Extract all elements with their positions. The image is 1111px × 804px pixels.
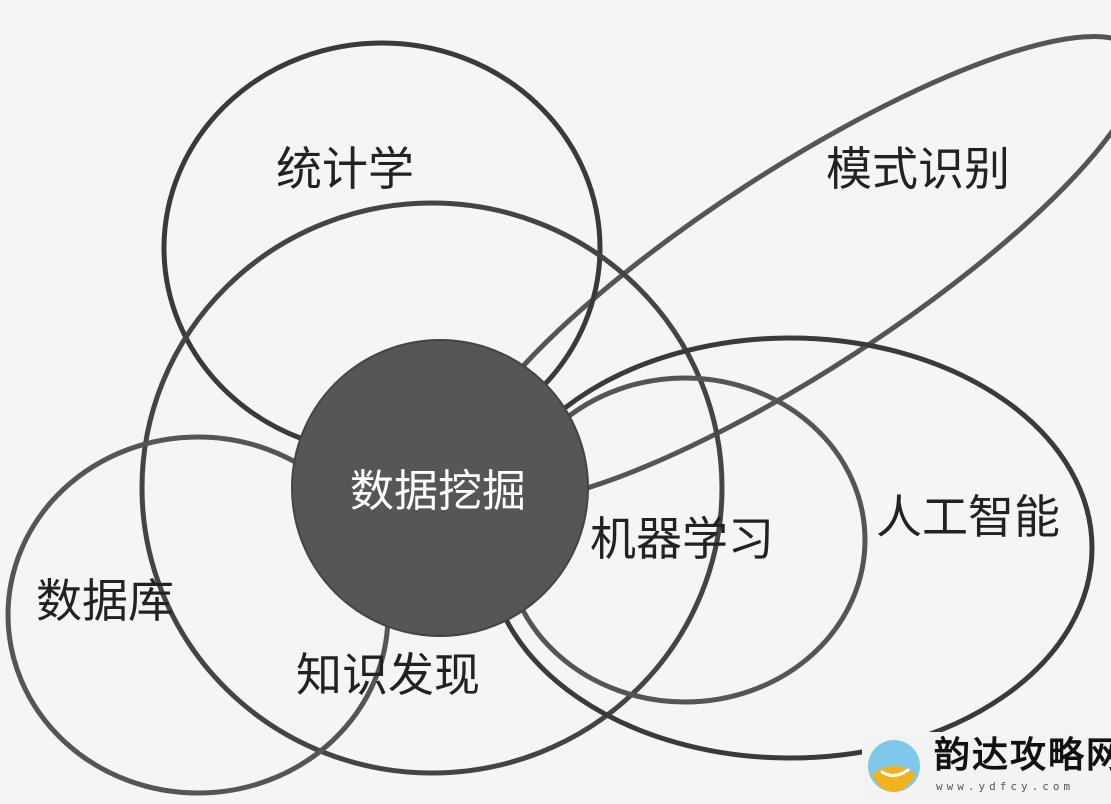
- data-mining-circle: [291, 339, 589, 637]
- artificial-intelligence-label: 人工智能: [876, 490, 1060, 544]
- database-label: 数据库: [36, 574, 174, 628]
- knowledge-discovery-circle: [139, 200, 725, 776]
- pattern-recognition-label: 模式识别: [826, 142, 1010, 196]
- watermark-url: www.ydfcy.com: [936, 780, 1075, 793]
- watermark-name: 韵达攻略网: [934, 735, 1111, 776]
- data-mining-label: 数据挖掘: [350, 466, 526, 517]
- watermark-logo-icon: [868, 740, 920, 792]
- machine-learning-label: 机器学习: [590, 512, 774, 566]
- knowledge-discovery-label: 知识发现: [296, 648, 480, 702]
- artificial-intelligence-ellipse: [485, 335, 1095, 761]
- watermark: 韵达攻略网 www.ydfcy.com: [862, 732, 1111, 800]
- statistics-label: 统计学: [276, 142, 414, 196]
